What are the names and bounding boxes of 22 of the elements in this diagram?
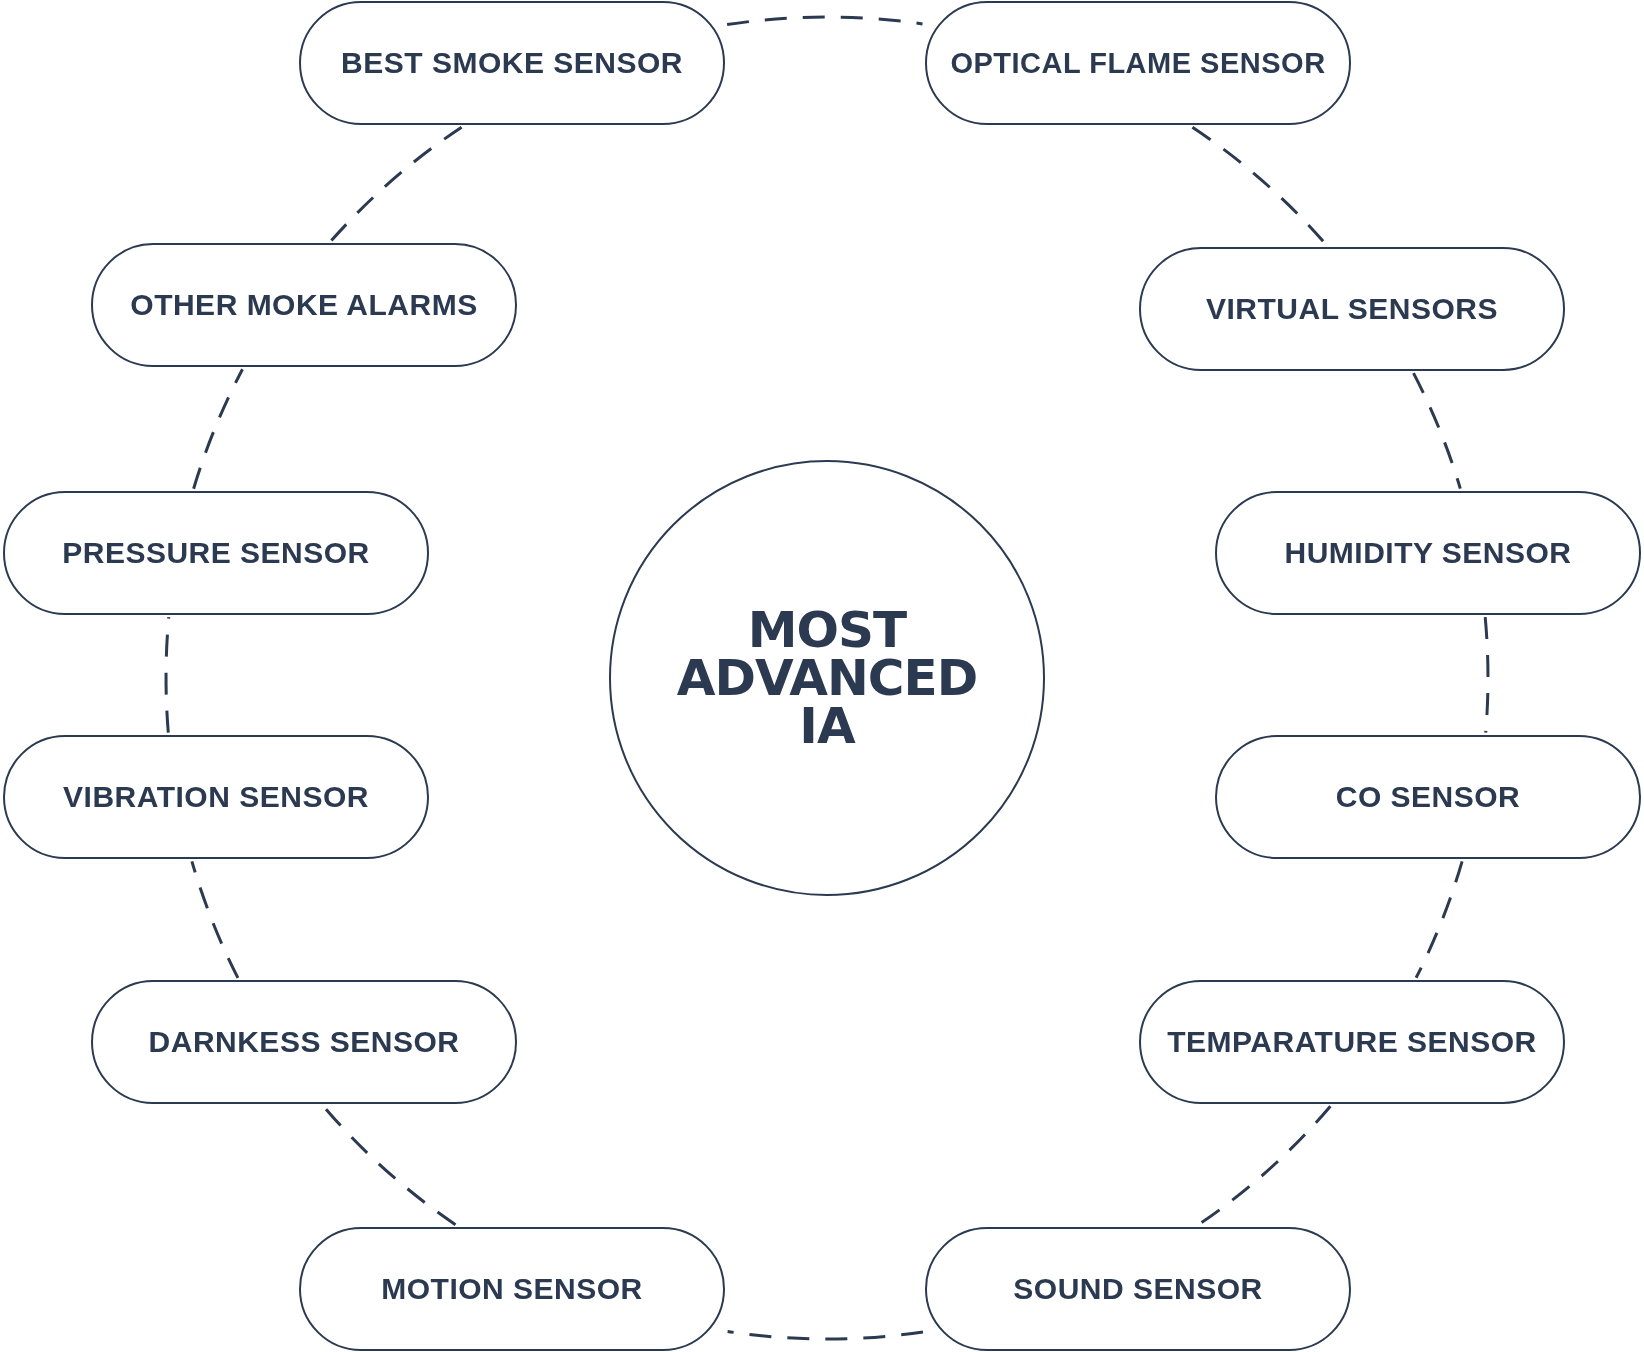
sensor-label: MOTION SENSOR	[381, 1272, 643, 1306]
sensor-label: DARNKESS SENSOR	[148, 1025, 460, 1059]
sensor-label: PRESSURE SENSOR	[62, 536, 370, 570]
sensor-label: OPTICAL FLAME SENSOR	[950, 46, 1326, 80]
sensor-label: CO SENSOR	[1335, 780, 1521, 814]
dashed-ring-connector	[1412, 372, 1462, 490]
dashed-ring-connector	[192, 368, 244, 490]
sensor-label: TEMPARATURE SENSOR	[1167, 1025, 1537, 1059]
sensor-label: VIRTUAL SENSORS	[1206, 292, 1498, 326]
dashed-ring-connector	[330, 125, 463, 242]
dashed-ring-connector	[1483, 617, 1490, 733]
sensor-label: BEST SMOKE SENSOR	[341, 46, 683, 80]
dashed-ring-connector	[1414, 860, 1464, 979]
dashed-ring-connector	[164, 617, 171, 733]
dashed-ring-connector	[190, 860, 240, 979]
sensor-label: SOUND SENSOR	[1013, 1272, 1263, 1306]
dashed-ring-connector	[726, 15, 923, 27]
sensor-label: HUMIDITY SENSOR	[1284, 536, 1572, 570]
dashed-ring-connector	[727, 1330, 924, 1341]
center-title: MOST ADVANCED IA	[675, 606, 979, 750]
sensor-label: VIBRATION SENSOR	[63, 780, 369, 814]
sensor-label: OTHER MOKE ALARMS	[130, 288, 478, 322]
